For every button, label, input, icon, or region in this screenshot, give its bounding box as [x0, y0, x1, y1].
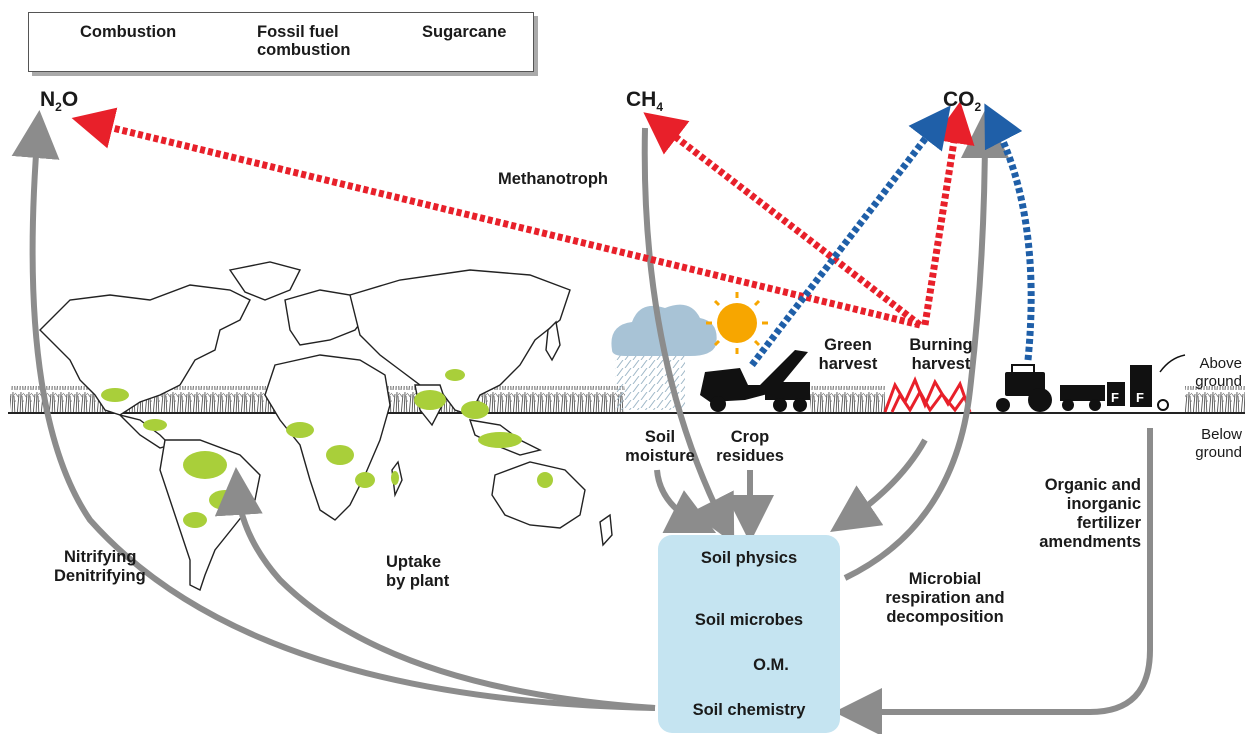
uptake-arrow [214, 467, 656, 711]
om-label: O.M. [753, 656, 789, 674]
co2-label: CO2 [943, 88, 982, 115]
soil-microbes-label: Soil microbes [694, 611, 804, 629]
microbial-respiration-arrow [843, 110, 1009, 581]
soil-processes-box: Soil physics Soil microbes O.M. Soil che… [658, 535, 840, 733]
fertilizer-bag-1: F [1111, 390, 1119, 405]
harvester-fossil-arrow [749, 105, 951, 368]
fertilizer-bag-2: F [1136, 390, 1144, 405]
cane-strip-right [1185, 386, 1245, 412]
combustion-co2-arrow [921, 101, 975, 326]
soil-physics-label: Soil physics [700, 549, 798, 567]
harvester-icon [700, 350, 810, 412]
fertilizer-arrow [834, 428, 1153, 734]
legend-fossil-fuel-line1: Fossil fuel [257, 23, 339, 41]
n2o-emission-arrow [11, 110, 656, 711]
soil-chemistry-label: Soil chemistry [692, 701, 806, 719]
legend-sugarcane: Sugarcane [422, 23, 507, 41]
legend [28, 12, 534, 72]
fire-icon [883, 376, 972, 413]
soil-moisture-arrow [654, 469, 717, 534]
tractor-icon [996, 354, 1186, 412]
cloud [611, 304, 717, 356]
n2o-label: N2O [40, 88, 79, 115]
methanotroph-arrow [641, 127, 735, 545]
combustion-ch4-arrow [643, 112, 923, 328]
combustion-n2o-arrow [71, 107, 921, 329]
burning-residue-arrow [830, 438, 928, 533]
world-map [39, 261, 613, 591]
cane-strip-middle [810, 386, 885, 412]
ch4-label: CH4 [626, 88, 664, 115]
tractor-fossil-arrow [984, 103, 1035, 361]
legend-combustion: Combustion [80, 23, 177, 41]
methanotroph-label: Methanotroph [498, 170, 608, 188]
legend-fossil-fuel-line2: combustion [257, 41, 351, 59]
sun-icon [717, 303, 757, 343]
